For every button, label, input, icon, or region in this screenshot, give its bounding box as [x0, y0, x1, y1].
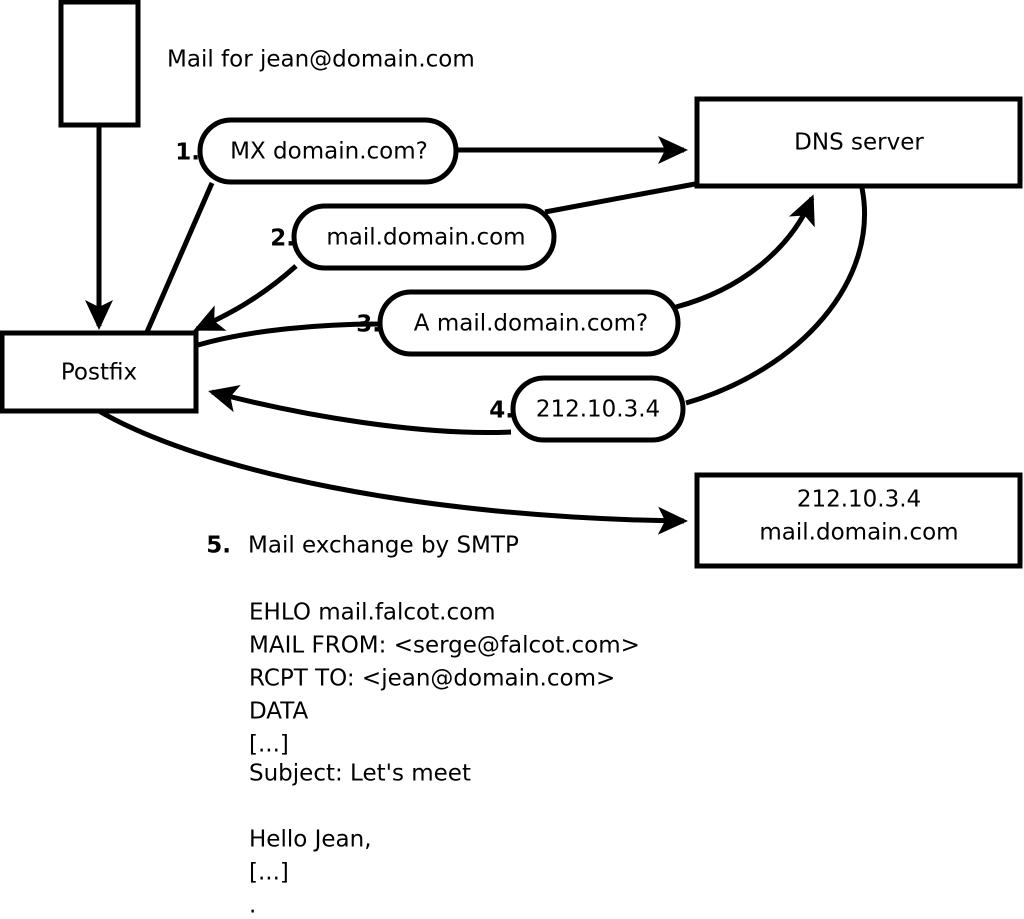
postfix-label: Postfix — [61, 360, 137, 386]
step-2-label: mail.domain.com — [326, 225, 525, 251]
step-4-label: 212.10.3.4 — [536, 397, 660, 423]
transcript-line-0: EHLO mail.falcot.com — [249, 600, 496, 626]
edge-postfix-to-mailserver — [97, 408, 688, 535]
mail-server-ip: 212.10.3.4 — [797, 487, 921, 513]
step-1-label: MX domain.com? — [230, 139, 428, 165]
edge-postfix-to-step3 — [197, 321, 381, 348]
transcript-line-4: [...] — [249, 732, 289, 758]
transcript-line-3: DATA — [249, 699, 309, 725]
step-5-label: Mail exchange by SMTP — [248, 533, 519, 559]
transcript-line-2: RCPT TO: <jean@domain.com> — [249, 666, 615, 692]
edge-dns-to-step2 — [544, 181, 696, 215]
transcript-line-1: MAIL FROM: <serge@falcot.com> — [249, 633, 640, 659]
step-3-number: 3. — [356, 312, 381, 338]
edge-dns-to-step4 — [685, 187, 867, 406]
transcript-line-8: [...] — [249, 860, 289, 886]
mail-server-hostname: mail.domain.com — [759, 520, 958, 546]
dns-server-box — [694, 96, 1023, 189]
step-3-label: A mail.domain.com? — [414, 311, 648, 337]
dns-server-label: DNS server — [794, 130, 924, 156]
step-2-number: 2. — [270, 226, 295, 252]
edge-step4-to-postfix — [208, 385, 512, 435]
edge-step2-to-postfix — [193, 264, 298, 332]
page-title: Mail for jean@domain.com — [167, 47, 475, 73]
transcript-line-7: Hello Jean, — [249, 827, 372, 853]
step-2-bubble — [291, 203, 557, 271]
step-5-number: 5. — [206, 533, 231, 559]
mail-server-box — [694, 472, 1023, 569]
step-4-bubble — [510, 375, 686, 443]
step-1-bubble — [197, 117, 459, 185]
edge-postfix-to-step1 — [144, 182, 215, 333]
edge-step3-to-dns — [675, 194, 815, 310]
step-4-number: 4. — [489, 398, 514, 424]
step-1-number: 1. — [175, 140, 200, 166]
postfix-box — [0, 330, 199, 414]
transcript-line-5: Subject: Let's meet — [249, 761, 471, 787]
step-3-bubble — [377, 289, 681, 357]
client-box — [58, 0, 141, 128]
transcript-line-9: . — [249, 893, 256, 919]
